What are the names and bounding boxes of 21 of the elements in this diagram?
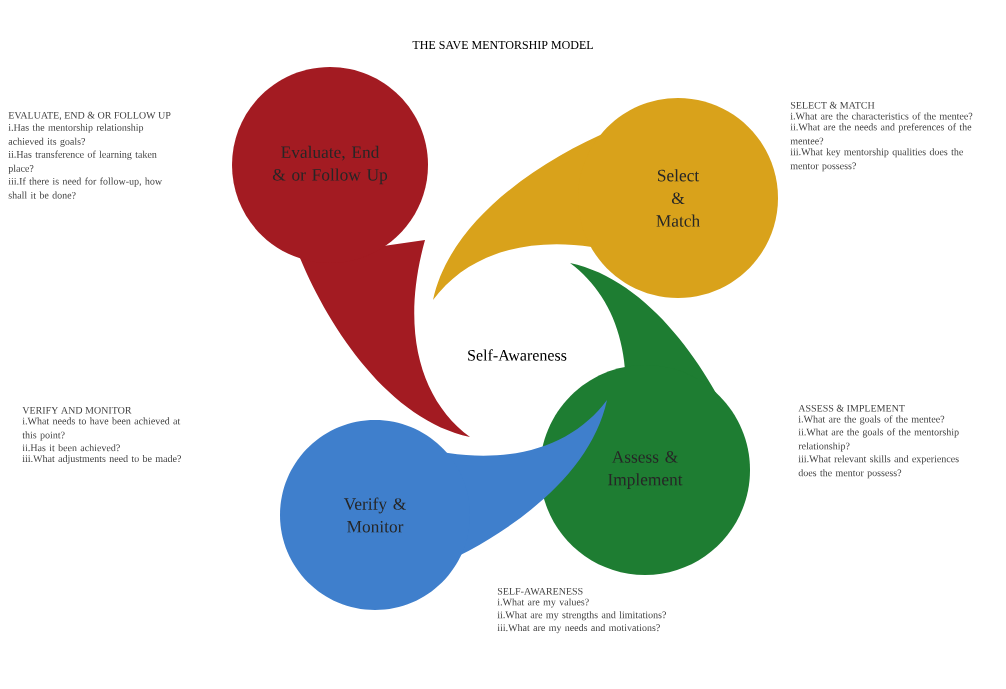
question-text: i.What needs to have been achieved at this point?: [22, 417, 181, 441]
section-heading: VERIFY AND MONITOR: [22, 406, 132, 414]
question-text: iii.What adjustments need to be made?: [22, 455, 181, 465]
question-text: ii.Has it been achieved?: [22, 444, 120, 452]
question-text: iii.What relevant skills and experiences does the mentor possess?: [798, 455, 959, 479]
question-text: i.What are my values?: [497, 598, 589, 608]
question-text: i.What are the characteristics of the mentee?: [790, 112, 973, 120]
question-text: iii.What key mentorship qualities does the mentor possess?: [790, 148, 963, 172]
question-text: iii.What are my needs and motivations?: [497, 624, 660, 634]
title: THE SAVE MENTORSHIP MODEL: [412, 40, 593, 50]
question-text: ii.What are the goals of the mentorship relationship?: [798, 428, 959, 452]
question-text: i.What are the goals of the mentee?: [798, 415, 945, 425]
section-heading: SELF-AWARENESS: [497, 587, 583, 595]
question-text: ii.What are the needs and preferences of the mentee?: [790, 123, 972, 145]
question-text: iii.If there is need for follow-up, how shall it be done?: [8, 177, 163, 199]
question-text: ii.What are my strengths and limitations?: [497, 611, 666, 621]
section-heading: SELECT & MATCH: [790, 101, 875, 109]
section-heading: EVALUATE, END & OR FOLLOW UP: [8, 111, 171, 121]
section-heading: ASSESS & IMPLEMENT: [798, 404, 905, 412]
question-text: i.Has the mentorship relationship achieved its goals?: [8, 123, 144, 147]
question-text: ii.Has transference of learning taken place?: [8, 150, 157, 174]
